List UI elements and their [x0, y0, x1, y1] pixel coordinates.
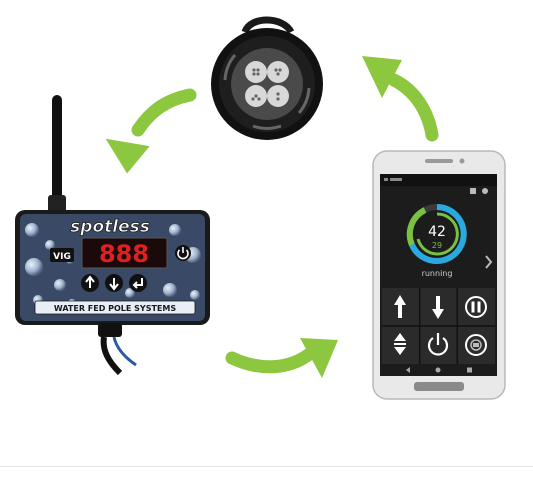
chevron-right-icon[interactable] [485, 255, 493, 269]
phone-down-button[interactable] [432, 296, 444, 319]
phone-reset-button[interactable] [465, 334, 487, 356]
controller-down-button[interactable] [105, 274, 123, 292]
down-arrow-icon [432, 296, 444, 319]
bottom-divider [0, 466, 533, 467]
model-badge [50, 248, 74, 262]
power-icon [177, 247, 189, 260]
remote-fob-icon [211, 16, 323, 140]
android-nav-bar [406, 367, 472, 373]
gauge-value: 42 [428, 224, 446, 240]
remote-fob [211, 16, 323, 140]
power-icon [427, 333, 449, 356]
cycle-arrow-icon [362, 56, 439, 142]
cycle-arrow-icon [225, 338, 338, 378]
controller-unit: spotless 888 VIG WATER FED POL [15, 95, 210, 375]
reset-icon [465, 334, 487, 356]
pause-icon [465, 296, 487, 318]
gauge [406, 204, 467, 264]
gauge-subvalue: 29 [432, 241, 442, 250]
led-display-digits: 888 [99, 240, 149, 268]
antenna-icon [48, 95, 66, 215]
controller-enter-button[interactable] [129, 274, 147, 292]
up-down-arrow-icon [394, 333, 406, 355]
controller-power-button[interactable] [175, 245, 191, 261]
return-arrow-icon [132, 278, 143, 289]
status-text: running [422, 269, 453, 278]
up-arrow-icon [85, 275, 95, 288]
led-display [81, 237, 168, 269]
svg-text:VIG: VIG [53, 252, 71, 262]
controller-up-button[interactable] [81, 274, 99, 292]
brand-logo: spotless [70, 217, 150, 237]
phone-power-button[interactable] [427, 333, 449, 356]
phone-up-down-button[interactable] [394, 333, 406, 355]
controller-strip-text: WATER FED POLE SYSTEMS [54, 304, 176, 313]
phone-pause-button[interactable] [465, 296, 487, 318]
cycle-arrow-icon [105, 88, 197, 174]
phone-up-button[interactable] [394, 295, 406, 318]
smartphone: 42 29 running [372, 150, 506, 400]
app-toolbar-icons [470, 188, 488, 194]
up-arrow-icon [394, 295, 406, 318]
controller-cable [98, 323, 137, 375]
down-arrow-icon [109, 278, 119, 291]
water-droplets [25, 223, 201, 307]
home-button[interactable] [414, 382, 464, 391]
